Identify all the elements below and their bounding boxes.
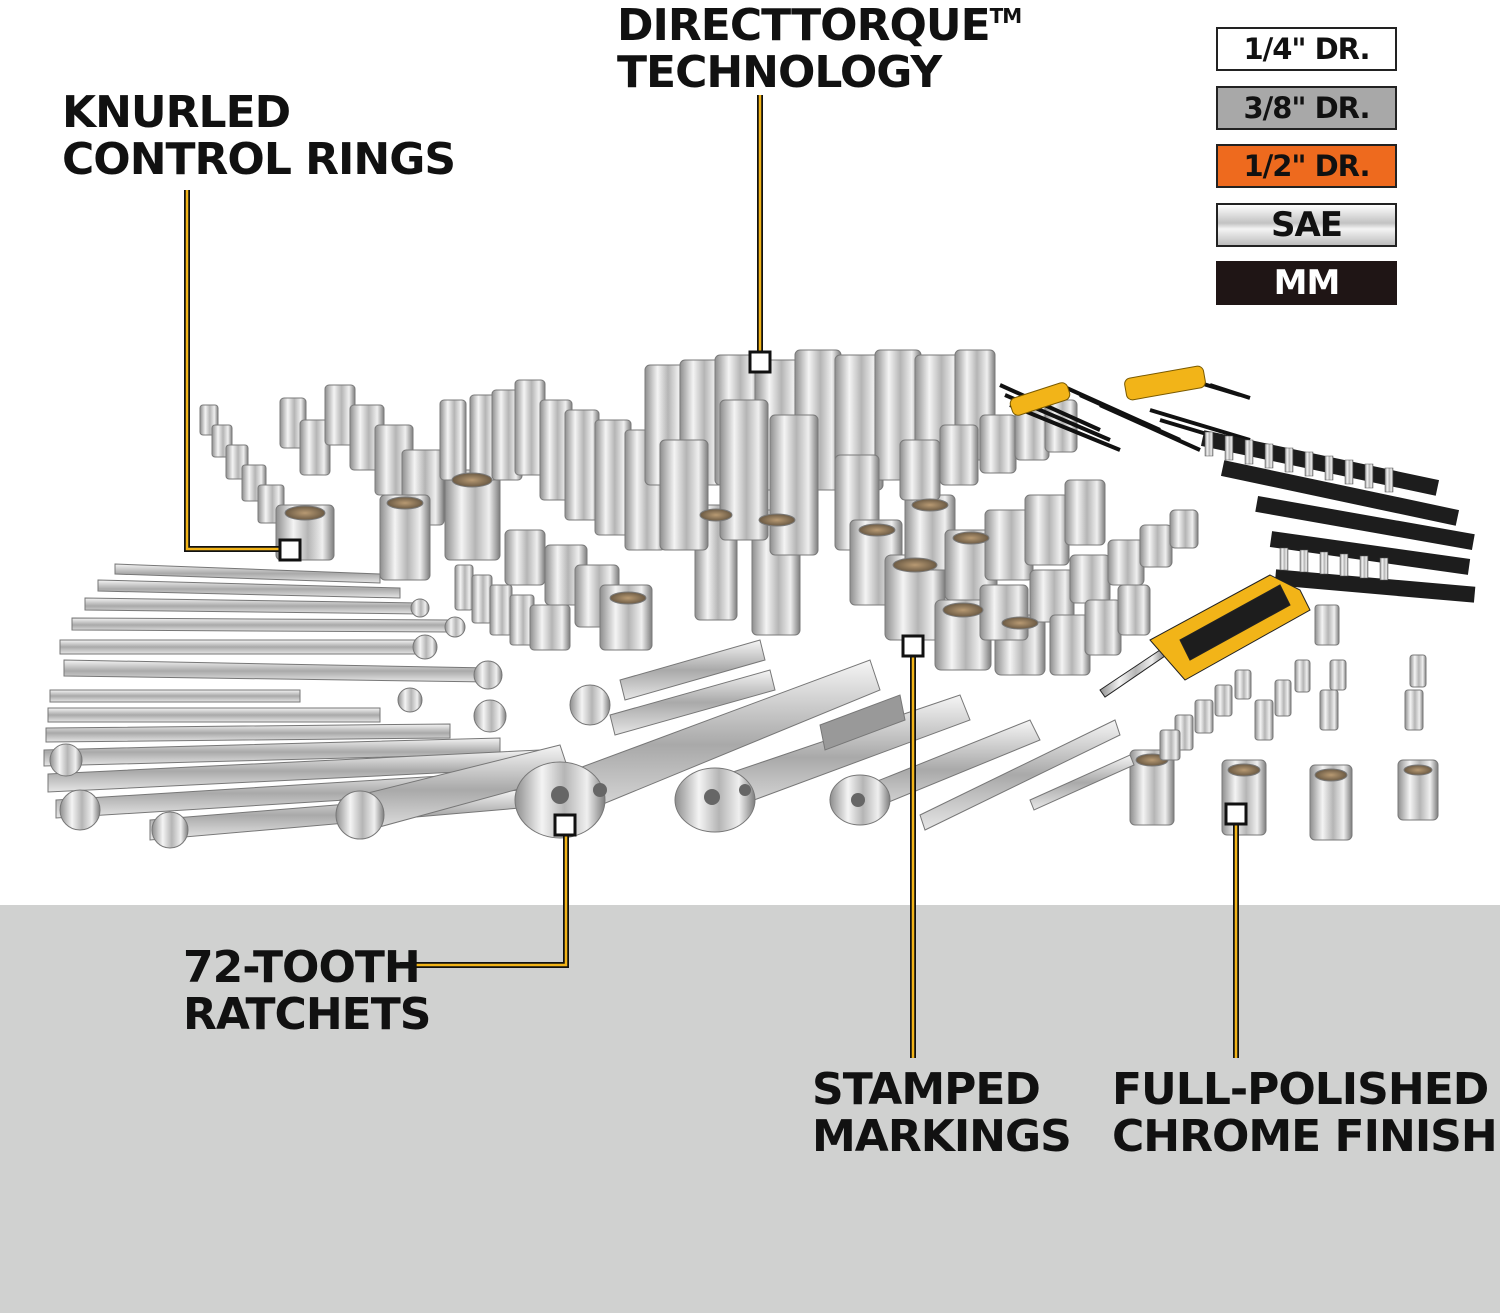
hex-key-holders — [1009, 365, 1206, 416]
callout-ratchets-line1: 72-TOOTH — [183, 942, 421, 993]
callout-stamped-markings: STAMPED MARKINGS — [812, 1064, 1072, 1162]
callout-directtorque-technology: DIRECTTORQUETM TECHNOLOGY — [617, 0, 1023, 98]
callout-chrome-line2: CHROME FINISH — [1112, 1111, 1498, 1162]
screwdriver-bits — [1200, 430, 1476, 603]
callout-knurled-line2: CONTROL RINGS — [62, 134, 456, 185]
callout-directtorque-line2: TECHNOLOGY — [617, 47, 942, 98]
callout-anchor-squares — [278, 350, 1248, 837]
directtorque-text: DIRECTTORQUE — [617, 0, 991, 51]
ratchet-drive-heads — [551, 783, 865, 807]
combination-wrenches — [43, 563, 611, 849]
ratchets-and-extensions — [335, 639, 1135, 840]
trademark-symbol: TM — [989, 4, 1023, 28]
background-band — [0, 905, 1500, 1313]
drive-size-legend: 1/4" DR. 3/8" DR. 1/2" DR. SAE MM — [1216, 27, 1397, 320]
callout-knurled-control-rings: KNURLED CONTROL RINGS — [62, 87, 456, 185]
callout-knurled-line1: KNURLED — [62, 87, 291, 138]
callout-full-polished-chrome-finish: FULL-POLISHED CHROME FINISH — [1112, 1064, 1498, 1162]
callout-72-tooth-ratchets: 72-TOOTH RATCHETS — [183, 942, 431, 1040]
legend-sae: SAE — [1216, 202, 1397, 247]
bit-tips — [1204, 431, 1394, 581]
callout-ratchets-line2: RATCHETS — [183, 989, 431, 1040]
legend-quarter-inch-drive: 1/4" DR. — [1216, 27, 1397, 71]
callout-chrome-line1: FULL-POLISHED — [1112, 1064, 1489, 1115]
callout-stamped-line2: MARKINGS — [812, 1111, 1072, 1162]
legend-three-eighths-inch-drive: 3/8" DR. — [1216, 85, 1397, 130]
callout-connector-fill — [185, 95, 1238, 1058]
legend-half-inch-drive: 1/2" DR. — [1216, 144, 1397, 188]
callout-directtorque-line1: DIRECTTORQUETM — [617, 0, 1023, 51]
callout-stamped-line1: STAMPED — [812, 1064, 1041, 1115]
legend-metric: MM — [1216, 261, 1397, 305]
screwdriver — [1099, 574, 1311, 698]
socket-rows — [199, 349, 1439, 841]
